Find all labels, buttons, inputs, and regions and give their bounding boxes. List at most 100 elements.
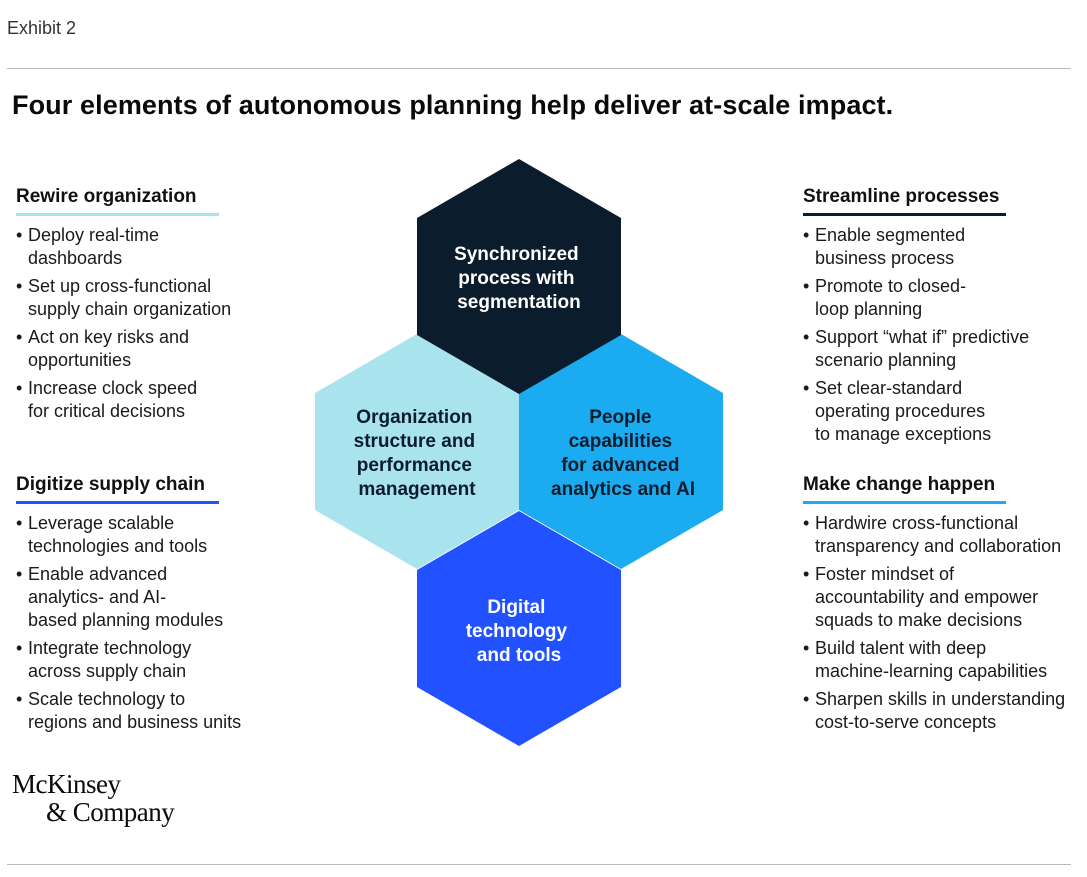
label-line: for advanced <box>561 455 679 476</box>
label-line: and tools <box>477 645 561 666</box>
list-item-line: accountability and empower <box>815 587 1039 607</box>
list-item-line: across supply chain <box>28 661 187 681</box>
exhibit-label: Exhibit 2 <box>7 18 77 38</box>
list-item-line: opportunities <box>28 350 132 370</box>
bottom-divider <box>7 864 1071 865</box>
section-heading: Rewire organization <box>16 186 197 207</box>
list-item: •Sharpen skills in understanding cost-to-… <box>803 688 1083 734</box>
list-item-line: Deploy real-time <box>28 225 160 245</box>
logo-line-2: & Company <box>46 797 175 827</box>
section-heading: Make change happen <box>803 474 996 495</box>
label-line: process with <box>458 268 574 289</box>
list-item-line: business process <box>815 248 955 268</box>
list-item-line: Enable advanced <box>28 564 168 584</box>
section-heading: Digitize supply chain <box>16 474 205 495</box>
list-item-line: Sharpen skills in understanding <box>815 689 1066 709</box>
hexagon-bottom <box>417 511 621 746</box>
hexagon-left-label: Organization structure and performance m… <box>354 407 481 500</box>
list-item-line: transparency and collaboration <box>815 536 1062 556</box>
bullet-dot: • <box>803 689 810 709</box>
mckinsey-logo: McKinsey & Company <box>12 769 175 827</box>
bullet-dot: • <box>16 378 23 398</box>
list-item-line: to manage exceptions <box>815 424 992 444</box>
top-divider <box>7 68 1071 69</box>
label-line: technology <box>466 621 568 642</box>
bullet-list: • Deploy real-time dashboards •Set up cross… <box>16 224 276 423</box>
heading-underline <box>16 213 219 216</box>
bullet-dot: • <box>16 327 23 347</box>
heading-underline <box>803 213 1006 216</box>
logo-line-1: McKinsey <box>12 769 121 799</box>
list-item-line: regions and business units <box>28 712 242 732</box>
list-item-line: Integrate technology <box>28 638 192 658</box>
list-item-line: analytics- and AI- <box>28 587 167 607</box>
list-item-line: for critical decisions <box>28 401 186 421</box>
list-item: •Support “what if” predictive scenario pl… <box>803 326 1083 372</box>
list-item-line: technologies and tools <box>28 536 208 556</box>
list-item: •Increase clock speed for critical decisi… <box>16 377 276 423</box>
label-line: Synchronized <box>454 244 579 265</box>
bullet-dot: • <box>16 564 23 584</box>
list-item: •Hardwire cross-functional transparency a… <box>803 512 1083 558</box>
heading-underline <box>16 501 219 504</box>
list-item: •Integrate technology across supply chain <box>16 637 276 683</box>
hexagon-right-label: People capabilities for advanced analyti… <box>551 407 695 500</box>
list-item-line: Promote to closed- <box>815 276 967 296</box>
bullet-dot: • <box>803 638 810 658</box>
list-item-line: supply chain organization <box>28 299 232 319</box>
list-item-line: Support “what if” predictive <box>815 327 1030 347</box>
section-digitize-supply-chain: Digitize supply chain •Leverage scalable… <box>16 474 276 739</box>
page-title: Four elements of autonomous planning hel… <box>12 90 894 120</box>
list-item-line: Scale technology to <box>28 689 186 709</box>
bullet-dot: • <box>803 564 810 584</box>
list-item: •Promote to closed-loop planning <box>803 275 1083 321</box>
list-item: •Enable advanced analytics- and AI-based … <box>16 563 276 632</box>
label-line: structure and <box>354 431 475 452</box>
heading-underline <box>803 501 1006 504</box>
list-item-line: Build talent with deep <box>815 638 987 658</box>
bullet-dot: • <box>16 276 23 296</box>
bullet-dot: • <box>803 276 810 296</box>
hexagon-left <box>315 334 519 569</box>
list-item-line: loop planning <box>815 299 923 319</box>
list-item-line: based planning modules <box>28 610 224 630</box>
bullet-dot: • <box>803 513 810 533</box>
label-line: segmentation <box>457 292 581 313</box>
label-line: performance <box>357 455 472 476</box>
label-line: capabilities <box>569 431 673 452</box>
list-item-line: Increase clock speed <box>28 378 198 398</box>
list-item-line: cost-to-serve concepts <box>815 712 997 732</box>
hexagon-top <box>417 159 621 394</box>
bullet-dot: • <box>803 378 810 398</box>
list-item-line: scenario planning <box>815 350 957 370</box>
list-item-line: squads to make decisions <box>815 610 1023 630</box>
list-item: •Build talent with deep machine-learning … <box>803 637 1083 683</box>
label-line: Organization <box>356 407 472 428</box>
label-line: management <box>358 479 476 500</box>
section-make-change-happen: Make change happen •Hardwire cross-funct… <box>803 474 1083 739</box>
bullet-dot: • <box>16 689 23 709</box>
bullet-dot: • <box>803 327 810 347</box>
hexagon-bottom-label: Digital technology and tools <box>466 597 573 666</box>
label-line: Digital <box>487 597 545 618</box>
list-item-line: Hardwire cross-functional <box>815 513 1019 533</box>
list-item-line: dashboards <box>28 248 123 268</box>
section-rewire-organization: Rewire organization • Deploy real-time das… <box>16 186 276 428</box>
label-line: People <box>589 407 651 428</box>
list-item: •Scale technology to regions and business… <box>16 688 276 734</box>
list-item-line: machine-learning capabilities <box>815 661 1048 681</box>
bullet-dot: • <box>16 638 23 658</box>
label-line: analytics and AI <box>551 479 695 500</box>
hexagon-diagram: Synchronized process with segmentation O… <box>315 159 723 746</box>
